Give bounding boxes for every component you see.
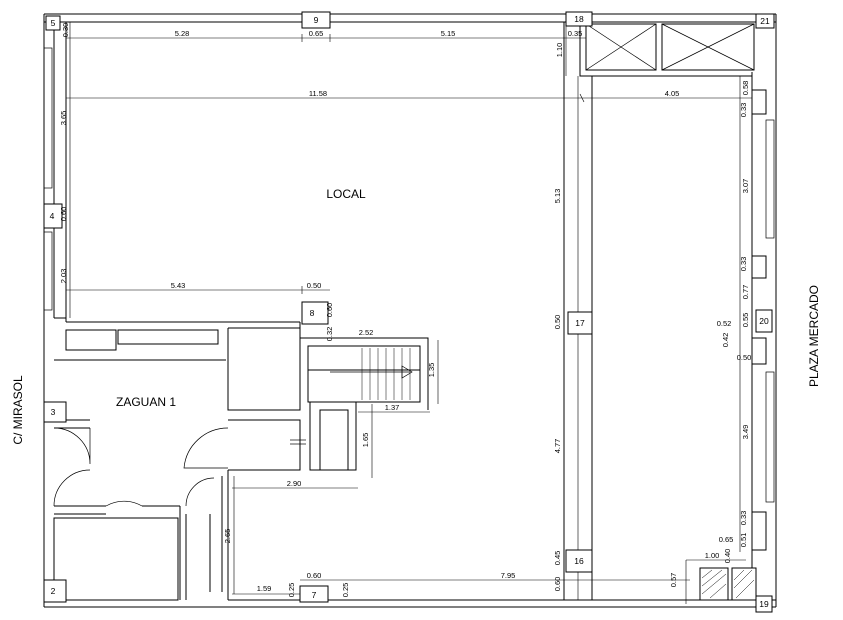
dim-label: 0.50 [307,281,322,290]
dim-label: 1.59 [257,584,272,593]
dim-label: 0.65 [719,535,734,544]
column-tag-17: 17 [575,318,585,328]
column-tag-5: 5 [51,18,56,28]
dim-label: 0.52 [717,319,732,328]
column-tag-4: 4 [50,211,55,221]
dim-label: 2.90 [287,479,302,488]
column-tag-21: 21 [760,16,770,26]
dim-label: 0.33 [739,103,748,118]
central-beam [563,22,593,600]
dim-label: 5.15 [441,29,456,38]
dim-label: 2.52 [359,328,374,337]
dim-label: 5.28 [175,29,190,38]
dim-label: 0.45 [553,551,562,566]
dimension-labels: 5.28 0.65 5.15 0.35 1.10 11.58 4.05 3.65… [59,23,751,598]
dim-label: 0.25 [341,583,350,598]
dim-label: 0.32 [325,327,334,342]
room-label-local: LOCAL [326,187,366,201]
room-label-zaguan: ZAGUAN 1 [116,395,176,409]
column-tag-9: 9 [314,15,319,25]
dim-label: 4.77 [553,439,562,454]
dim-label: 7.95 [501,571,516,580]
street-label-right: PLAZA MERCADO [807,285,821,387]
column-tag-18: 18 [574,14,584,24]
stair-treads [290,348,413,445]
dim-label: 11.58 [309,89,327,98]
column-tag-8: 8 [310,308,315,318]
column-tag-2: 2 [51,586,56,596]
column-tag-7: 7 [312,590,317,600]
dim-label: 3.49 [741,425,750,440]
doors [53,427,229,507]
dim-label: 0.55 [741,313,750,328]
dim-label: 0.30 [61,23,70,38]
dim-label: 1.65 [361,433,370,448]
dim-label: 0.60 [59,207,68,222]
dim-label: 1.35 [427,363,436,378]
column-tag-3: 3 [51,407,56,417]
dim-label: 0.60 [307,571,322,580]
dim-label: 0.33 [739,257,748,272]
interior-walls [53,321,429,601]
dim-label: 2.65 [223,529,232,544]
storage-boxes [579,22,755,77]
dim-label: 3.65 [59,111,68,126]
dim-label: 5.13 [553,189,562,204]
dim-label: 0.50 [553,315,562,330]
bottom-right-stairs [699,567,757,601]
column-tag-19: 19 [759,599,769,609]
dim-label: 0.42 [721,333,730,348]
dim-label: 0.57 [669,573,678,588]
dim-label: 0.40 [723,549,732,564]
dim-label: 0.51 [739,533,748,548]
column-tag-20: 20 [759,316,769,326]
dim-label: 5.43 [171,281,186,290]
dim-label: 0.65 [309,29,324,38]
dim-label: 3.07 [741,179,750,194]
dim-label: 0.25 [287,583,296,598]
dim-label: 0.58 [741,81,750,96]
dim-label: 1.10 [555,43,564,58]
dim-label: 0.60 [325,303,334,318]
street-label-left: C/ MIRASOL [11,375,25,445]
dim-label: 1.37 [385,403,400,412]
column-tag-16: 16 [574,556,584,566]
dim-label: 0.35 [568,29,583,38]
dim-label: 2.03 [59,269,68,284]
column-tags: 5 9 18 21 4 8 17 20 3 16 2 7 19 [43,11,775,613]
dim-label: 1.00 [705,551,720,560]
dim-label: 0.77 [741,285,750,300]
dim-label: 4.05 [665,89,680,98]
dim-label: 0.60 [553,577,562,592]
dim-label: 0.50 [737,353,752,362]
dim-label: 0.33 [739,511,748,526]
dimension-lines [66,22,752,604]
